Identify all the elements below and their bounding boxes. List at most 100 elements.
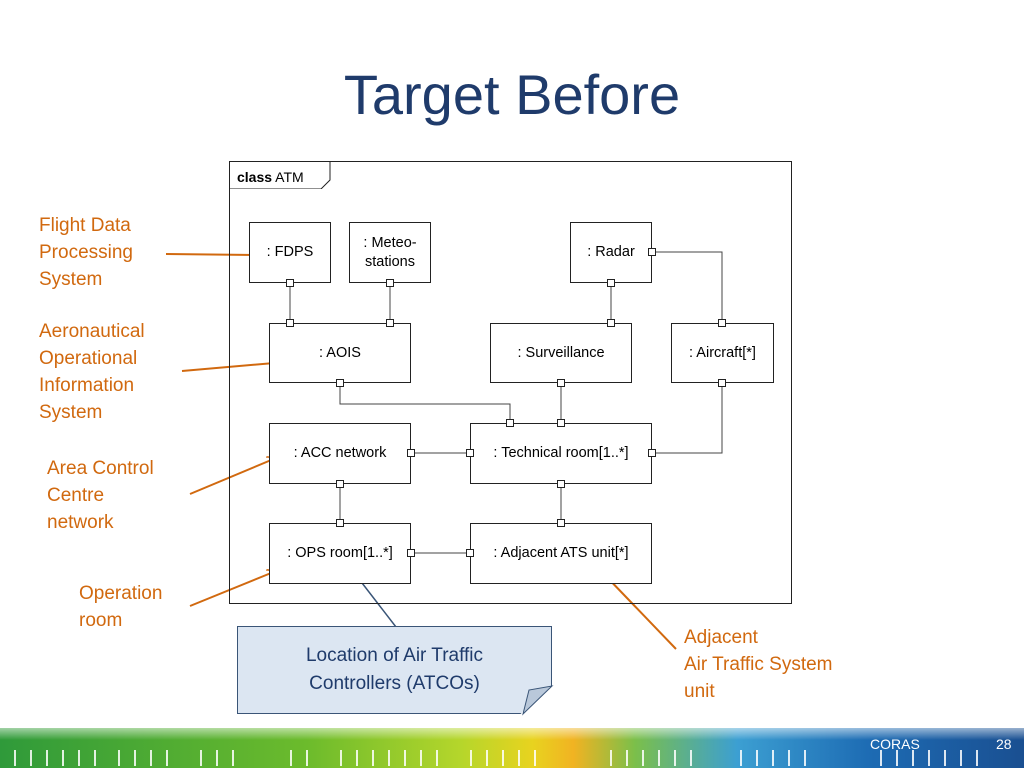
- footer-tick: [976, 750, 978, 766]
- atco-note: Location of Air Traffic Controllers (ATC…: [237, 626, 552, 714]
- footer-tick: [166, 750, 168, 766]
- footer-tick: [94, 750, 96, 766]
- annotation-fdps: Flight Data Processing System: [39, 215, 133, 290]
- footer-tick: [912, 750, 914, 766]
- box-aois-label: : AOIS: [319, 344, 361, 361]
- footer-tick: [78, 750, 80, 766]
- footer-tick: [896, 750, 898, 766]
- footer-tick: [306, 750, 308, 766]
- footer-tick: [372, 750, 374, 766]
- footer-page-number: 28: [996, 736, 1012, 752]
- box-aircraft-label: : Aircraft[*]: [689, 344, 756, 361]
- arrow-ops: [189, 571, 276, 607]
- box-meteo-label: : Meteo- stations: [363, 235, 417, 270]
- box-ops-room: : OPS room[1..*]: [269, 523, 411, 584]
- annotation-adjacent: Adjacent Air Traffic System unit: [684, 627, 833, 702]
- footer-tick: [944, 750, 946, 766]
- footer-tick: [420, 750, 422, 766]
- port-fdps-bottom: [286, 279, 294, 287]
- box-aois: : AOIS: [269, 323, 411, 383]
- slide-title: Target Before: [343, 63, 681, 126]
- footer-tick: [610, 750, 612, 766]
- footer-tick: [232, 750, 234, 766]
- footer-tick: [118, 750, 120, 766]
- box-fdps: : FDPS: [249, 222, 331, 283]
- frame-tab-outline: [229, 161, 331, 189]
- annotation-ops: Operation room: [79, 583, 163, 631]
- footer-tick: [404, 750, 406, 766]
- box-techroom-label: : Technical room[1..*]: [493, 445, 629, 462]
- port-aois-top-right: [386, 319, 394, 327]
- footer-tick: [388, 750, 390, 766]
- footer-tick: [788, 750, 790, 766]
- footer-brand: CORAS: [870, 736, 920, 752]
- arrow-acc: [189, 458, 276, 495]
- footer-ticks: [0, 750, 1024, 768]
- box-acc-label: : ACC network: [293, 445, 387, 462]
- port-aircraft-top: [718, 319, 726, 327]
- footer-tick: [960, 750, 962, 766]
- footer-tick: [690, 750, 692, 766]
- footer-tick: [534, 750, 536, 766]
- footer-tick: [62, 750, 64, 766]
- port-adjacent-left: [466, 549, 474, 557]
- footer-highlight: [0, 728, 1024, 740]
- atco-note-text: Location of Air Traffic Controllers (ATC…: [305, 645, 484, 694]
- port-ops-right: [407, 549, 415, 557]
- port-ops-top: [336, 519, 344, 527]
- port-adjacent-top: [557, 519, 565, 527]
- port-aois-bottom: [336, 379, 344, 387]
- footer-tick: [756, 750, 758, 766]
- footer-tick: [674, 750, 676, 766]
- footer-tick: [200, 750, 202, 766]
- footer-tick: [928, 750, 930, 766]
- footer-tick: [804, 750, 806, 766]
- port-acc-bottom: [336, 480, 344, 488]
- footer-tick: [642, 750, 644, 766]
- footer-tick: [626, 750, 628, 766]
- box-radar-label: : Radar: [587, 244, 635, 261]
- arrow-aois: [181, 362, 286, 372]
- footer-tick: [486, 750, 488, 766]
- arrow-fdps: [165, 254, 258, 255]
- port-surveillance-top: [607, 319, 615, 327]
- port-acc-right: [407, 449, 415, 457]
- port-techroom-bottom: [557, 480, 565, 488]
- port-aois-top-left: [286, 319, 294, 327]
- footer-tick: [740, 750, 742, 766]
- footer-tick: [14, 750, 16, 766]
- class-frame: [229, 161, 792, 604]
- frame-name: ATM: [275, 169, 304, 185]
- footer-tick: [880, 750, 882, 766]
- box-ops-label: : OPS room[1..*]: [287, 545, 393, 562]
- footer-tick: [134, 750, 136, 766]
- box-fdps-label: : FDPS: [266, 244, 314, 261]
- footer-tick: [772, 750, 774, 766]
- arrow-adjacent: [602, 572, 677, 650]
- frame-keyword: class: [237, 169, 273, 185]
- port-surveillance-bottom: [557, 379, 565, 387]
- footer-tick: [518, 750, 520, 766]
- footer-tick: [216, 750, 218, 766]
- footer-tick: [340, 750, 342, 766]
- port-radar-right: [648, 248, 656, 256]
- footer-tick: [658, 750, 660, 766]
- box-surveillance-label: : Surveillance: [517, 344, 605, 361]
- port-techroom-top-left: [506, 419, 514, 427]
- box-adjacent-label: : Adjacent ATS unit[*]: [493, 545, 629, 562]
- footer-bar: CORAS 28: [0, 728, 1024, 768]
- box-adjacent-ats: : Adjacent ATS unit[*]: [470, 523, 652, 584]
- port-radar-bottom: [607, 279, 615, 287]
- annotation-aois: Aeronautical Operational Information Sys…: [39, 321, 145, 423]
- box-radar: : Radar: [570, 222, 652, 283]
- footer-tick: [290, 750, 292, 766]
- footer-tick: [356, 750, 358, 766]
- class-frame-tab: class ATM: [229, 161, 331, 189]
- footer-tick: [30, 750, 32, 766]
- port-aircraft-bottom: [718, 379, 726, 387]
- footer-tick: [502, 750, 504, 766]
- link-radar-aircraft: [656, 251, 723, 319]
- footer-tick: [150, 750, 152, 766]
- port-techroom-top-right: [557, 419, 565, 427]
- box-surveillance: : Surveillance: [490, 323, 632, 383]
